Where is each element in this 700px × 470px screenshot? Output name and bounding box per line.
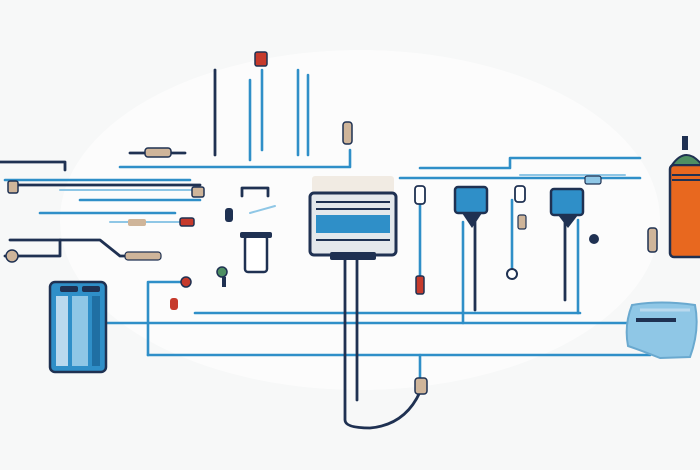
control-panel-icon bbox=[308, 176, 398, 260]
valve-icon bbox=[240, 232, 272, 274]
blue-pipes bbox=[3, 68, 652, 382]
wire-loop-main bbox=[343, 253, 422, 430]
wire-top-left bbox=[0, 160, 67, 172]
pressure-gauge-icon bbox=[453, 185, 489, 228]
pipe-lower-left-drop bbox=[146, 280, 192, 357]
light-pipe-4 bbox=[249, 205, 276, 214]
battery-icon bbox=[48, 280, 108, 374]
gas-cylinder-icon bbox=[668, 136, 700, 259]
water-tank-icon bbox=[625, 301, 698, 360]
junction-nodes bbox=[170, 208, 599, 310]
wire-hook bbox=[240, 186, 270, 198]
pipe-top-right-upper bbox=[418, 156, 642, 170]
pipe-top-mainline bbox=[118, 148, 352, 169]
pressure-gauge-icon-2 bbox=[549, 187, 585, 228]
wire-left-bottom bbox=[3, 238, 62, 258]
connector-plug-icon bbox=[5, 51, 658, 395]
light-pipes bbox=[59, 174, 626, 223]
